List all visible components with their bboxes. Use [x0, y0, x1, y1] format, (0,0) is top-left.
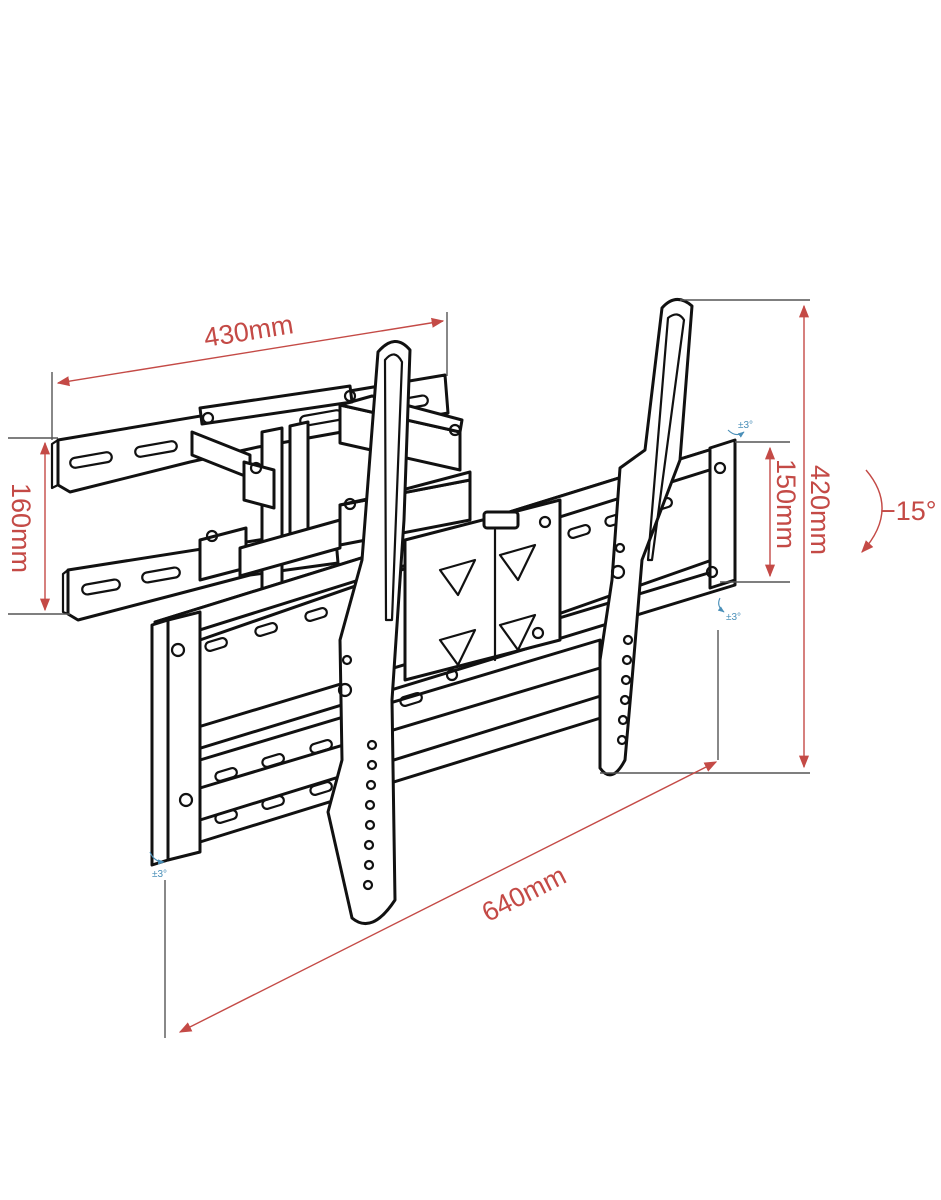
right-vertical-hanger	[598, 298, 694, 777]
label-swivel-bottom-left: ±3°	[152, 869, 167, 880]
mount-line-art	[50, 298, 737, 925]
label-420mm: 420mm	[805, 465, 835, 555]
wall-plate-posts	[260, 420, 310, 602]
center-carrier	[403, 498, 562, 682]
label-tilt: −15°	[880, 496, 937, 526]
label-swivel-top-right: ±3°	[738, 420, 753, 431]
label-160mm: 160mm	[6, 483, 36, 573]
label-swivel-mid-right: ±3°	[726, 612, 741, 623]
label-150mm: 150mm	[771, 459, 801, 549]
label-640mm: 640mm	[477, 860, 571, 928]
dimension-lines	[8, 299, 883, 1038]
